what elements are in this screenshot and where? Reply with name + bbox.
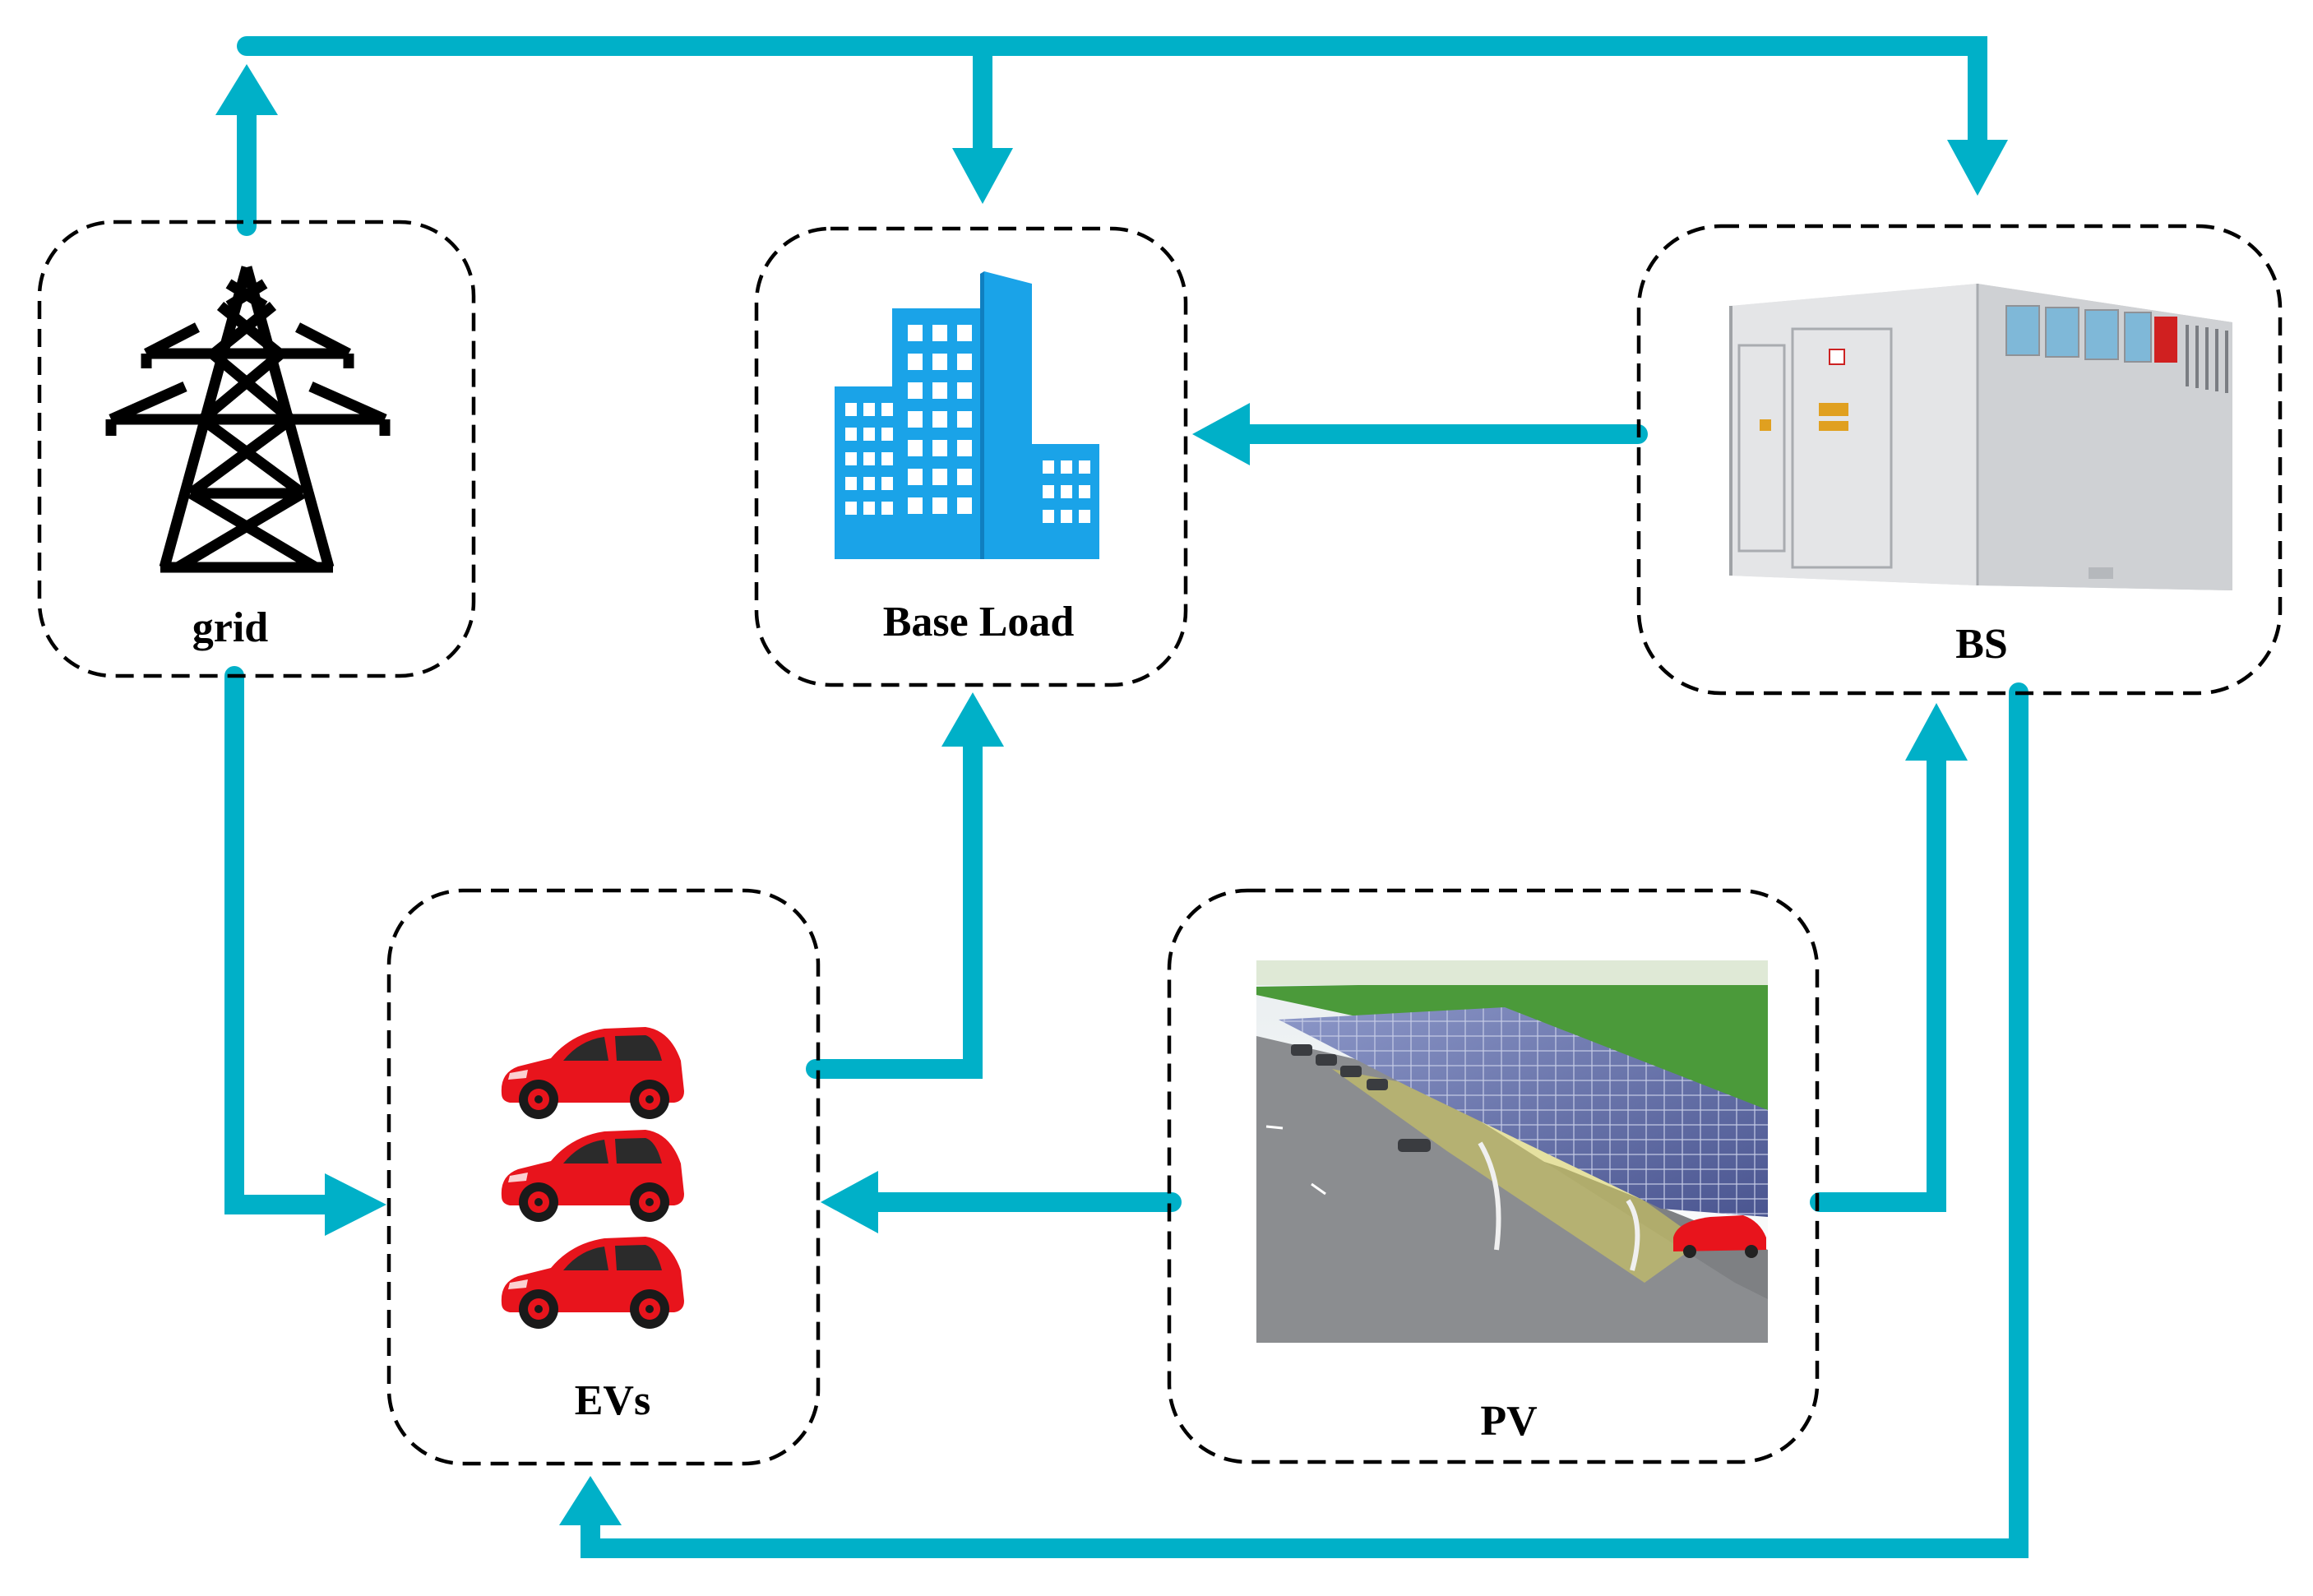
node-pv: PV — [1167, 888, 1820, 1464]
base-load-label: Base Load — [883, 599, 1075, 645]
edge-grid-bus — [215, 36, 1987, 236]
edge-grid-to-base-load — [952, 36, 1013, 204]
edge-pv-to-evs — [821, 1171, 1182, 1233]
pv-label: PV — [1480, 1398, 1537, 1445]
bs-label: BS — [1955, 621, 2008, 668]
node-base-load-frame — [754, 226, 1188, 687]
building-icon — [835, 271, 1099, 559]
node-evs-frame — [386, 888, 821, 1466]
transmission-tower-icon — [105, 266, 391, 573]
cars-icon — [501, 1027, 684, 1329]
edge-bs-to-base-load — [1192, 403, 1648, 465]
evs-label: EVs — [575, 1377, 650, 1424]
edge-grid-to-evs — [224, 666, 386, 1236]
parked-car-icon — [1673, 1215, 1766, 1258]
car-icon — [501, 1237, 684, 1329]
flow-arrows — [215, 36, 2029, 1558]
node-bs: BS — [1636, 224, 2283, 696]
grid-label: grid — [192, 604, 269, 651]
solar-carport-icon — [1256, 960, 1768, 1343]
node-base-load: Base Load — [754, 226, 1188, 687]
car-icon — [501, 1027, 684, 1119]
edge-pv-to-bs — [1810, 703, 1968, 1212]
node-bs-frame — [1636, 224, 2283, 696]
node-evs: EVs — [386, 888, 821, 1466]
edge-evs-to-base-load — [806, 692, 1004, 1079]
car-icon — [501, 1130, 684, 1222]
edge-bs-to-evs — [559, 682, 2029, 1558]
node-pv-frame — [1167, 888, 1820, 1464]
edge-grid-to-bs — [1947, 140, 2008, 196]
battery-container-icon — [1729, 284, 2232, 590]
node-grid: grid — [37, 220, 476, 678]
node-grid-frame — [37, 220, 476, 678]
